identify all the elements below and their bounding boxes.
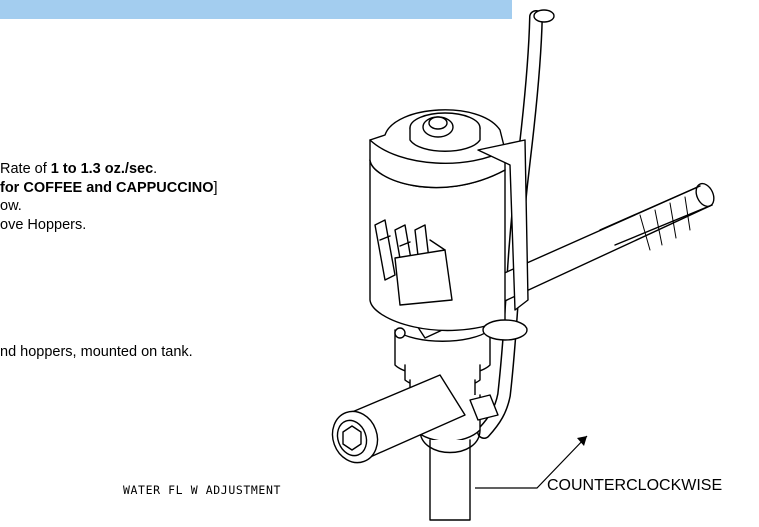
header-band <box>0 0 512 19</box>
instruction-line-1: Rate of 1 to 1.3 oz./sec. <box>0 161 158 177</box>
valve-drawing <box>331 9 715 521</box>
direction-label: COUNTERCLOCKWISE <box>547 477 723 494</box>
instruction-line-2: for COFFEE and CAPPUCCINO] <box>0 179 218 196</box>
callout-arrowhead <box>577 436 587 446</box>
water-flow-adjustment-label: WATER FL W ADJUSTMENT <box>123 483 281 497</box>
tube-top-end <box>533 9 555 23</box>
hex-socket <box>342 425 362 451</box>
instruction-text: Rate of 1 to 1.3 oz./sec. for COFFEE and… <box>0 160 218 234</box>
terminals <box>374 219 396 281</box>
instruction-line-3: ow. <box>0 198 22 214</box>
callout-leader <box>475 435 588 489</box>
tube-clamp <box>482 319 528 341</box>
instruction-line-5: nd hoppers, mounted on tank. <box>0 344 193 360</box>
instruction-line-4: ove Hoppers. <box>0 216 87 233</box>
